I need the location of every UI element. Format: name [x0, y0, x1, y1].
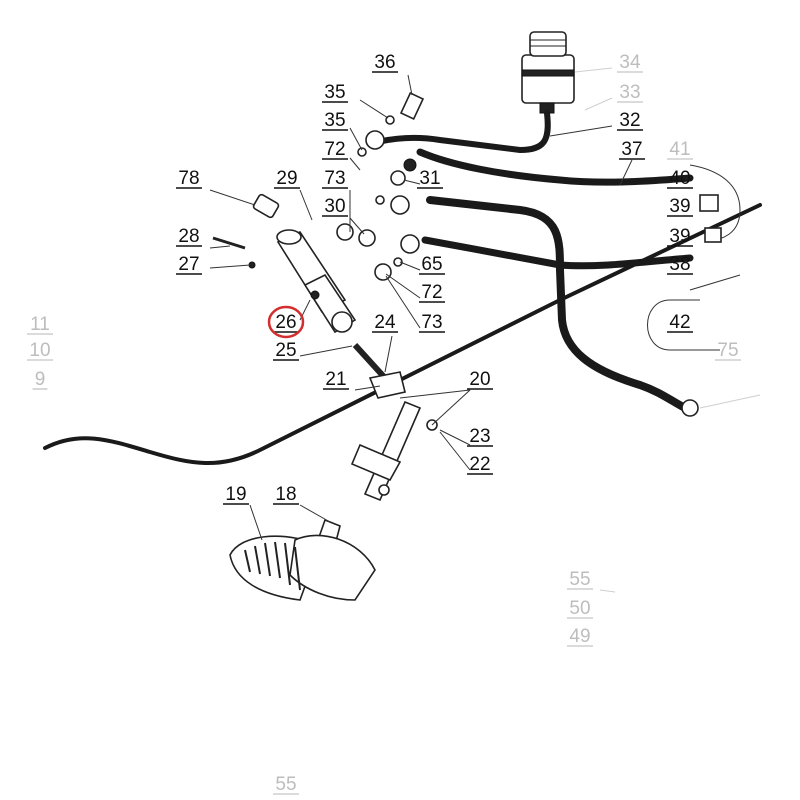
callout-c75: 75: [715, 340, 741, 361]
callout-c26: 26: [267, 305, 305, 339]
callout-c33: 33: [617, 82, 643, 103]
callout-number: 10: [29, 340, 50, 361]
callout-number: 40: [669, 168, 690, 189]
callout-number: 37: [621, 139, 642, 160]
callout-number: 18: [275, 484, 296, 505]
callout-number: 30: [324, 196, 345, 217]
callout-number: 38: [669, 254, 690, 275]
callout-number: 41: [669, 139, 690, 160]
callout-number: 75: [717, 340, 738, 361]
callout-number: 55: [569, 569, 590, 590]
callout-number: 21: [325, 369, 346, 390]
pedal-assembly: [229, 342, 438, 601]
leader-lines: [209, 67, 633, 593]
callout-c23: 23: [467, 426, 493, 447]
callout-number: 42: [669, 312, 690, 333]
callout-c11: 11: [27, 314, 53, 335]
callout-c37: 37: [619, 139, 645, 160]
callout-labels: 36 34 35 33 35 32 72 37 41 78 29 73 31 40 30 39 28 39 27 65…: [27, 52, 741, 795]
u-pipe: [647, 299, 720, 351]
hydraulic-hose-upper: [416, 148, 694, 186]
right-side-fittings: [647, 164, 761, 417]
highlight-ring: [267, 305, 305, 339]
master-cylinder: [276, 229, 357, 334]
callout-c36: 36: [372, 52, 398, 73]
callout-number: 35: [324, 110, 345, 131]
callout-c39b: 39: [667, 226, 693, 247]
switch-and-bolts: [212, 193, 280, 269]
callout-number: 32: [619, 110, 640, 131]
callout-c28: 28: [176, 226, 202, 247]
callout-number: 31: [419, 168, 440, 189]
pedal-pad-18: [289, 534, 376, 601]
callout-c39a: 39: [667, 196, 693, 217]
callout-number: 26: [275, 312, 296, 333]
callout-number: 22: [469, 454, 490, 475]
callout-number: 9: [35, 369, 46, 390]
callout-number: 36: [374, 52, 395, 73]
callout-number: 65: [421, 254, 442, 275]
callout-c25: 25: [273, 340, 299, 361]
callout-c55a: 55: [567, 569, 593, 590]
callout-c20: 20: [467, 369, 493, 390]
callout-c55b: 55: [273, 774, 299, 795]
callout-c22: 22: [467, 454, 493, 475]
callout-number: 39: [669, 196, 690, 217]
callout-c9: 9: [32, 369, 48, 390]
callout-c18: 18: [273, 484, 299, 505]
banjo-fittings: [336, 92, 425, 281]
hydraulic-hose-long: [426, 196, 689, 412]
callout-c19: 19: [223, 484, 249, 505]
callout-c24: 24: [372, 312, 398, 333]
callout-c65: 65: [419, 254, 445, 275]
callout-number: 33: [619, 82, 640, 103]
callout-number: 19: [225, 484, 246, 505]
callout-number: 11: [30, 314, 50, 335]
callout-c72b: 72: [419, 282, 445, 303]
callout-number: 35: [324, 82, 345, 103]
callout-c27: 27: [176, 254, 202, 275]
callout-number: 39: [669, 226, 690, 247]
callout-number: 78: [178, 168, 199, 189]
callout-number: 73: [324, 168, 345, 189]
callout-number: 50: [569, 598, 590, 619]
callout-c34: 34: [617, 52, 643, 73]
callout-c38: 38: [667, 254, 693, 275]
callout-c50: 50: [567, 598, 593, 619]
callout-c10: 10: [27, 340, 53, 361]
callout-c35a: 35: [322, 82, 348, 103]
callout-c32: 32: [617, 110, 643, 131]
callout-c78: 78: [176, 168, 202, 189]
callout-c72a: 72: [322, 139, 348, 160]
reservoir-feed-hose: [375, 110, 551, 154]
callout-c42: 42: [667, 312, 693, 333]
callout-number: 23: [469, 426, 490, 447]
callout-number: 72: [421, 282, 442, 303]
callout-c29: 29: [274, 168, 300, 189]
callout-c21: 21: [323, 369, 349, 390]
callout-number: 24: [374, 312, 396, 333]
callout-number: 72: [324, 139, 345, 160]
callout-number: 34: [619, 52, 641, 73]
callout-c73b: 73: [419, 312, 445, 333]
callout-c41: 41: [667, 139, 693, 160]
callout-number: 25: [275, 340, 296, 361]
main-cable-line: [43, 203, 762, 466]
hydraulic-hose-short: [421, 236, 694, 270]
callout-c30: 30: [322, 196, 348, 217]
callout-c40: 40: [667, 168, 693, 189]
callout-c35b: 35: [322, 110, 348, 131]
callout-number: 55: [275, 774, 296, 795]
fluid-reservoir: [521, 31, 575, 114]
callout-number: 29: [276, 168, 297, 189]
callout-number: 49: [569, 626, 590, 647]
callout-c49: 49: [567, 626, 593, 647]
callout-number: 28: [178, 226, 199, 247]
callout-number: 73: [421, 312, 442, 333]
callout-c73a: 73: [322, 168, 348, 189]
callout-number: 27: [178, 254, 199, 275]
callout-c31: 31: [417, 168, 443, 189]
callout-number: 20: [469, 369, 490, 390]
